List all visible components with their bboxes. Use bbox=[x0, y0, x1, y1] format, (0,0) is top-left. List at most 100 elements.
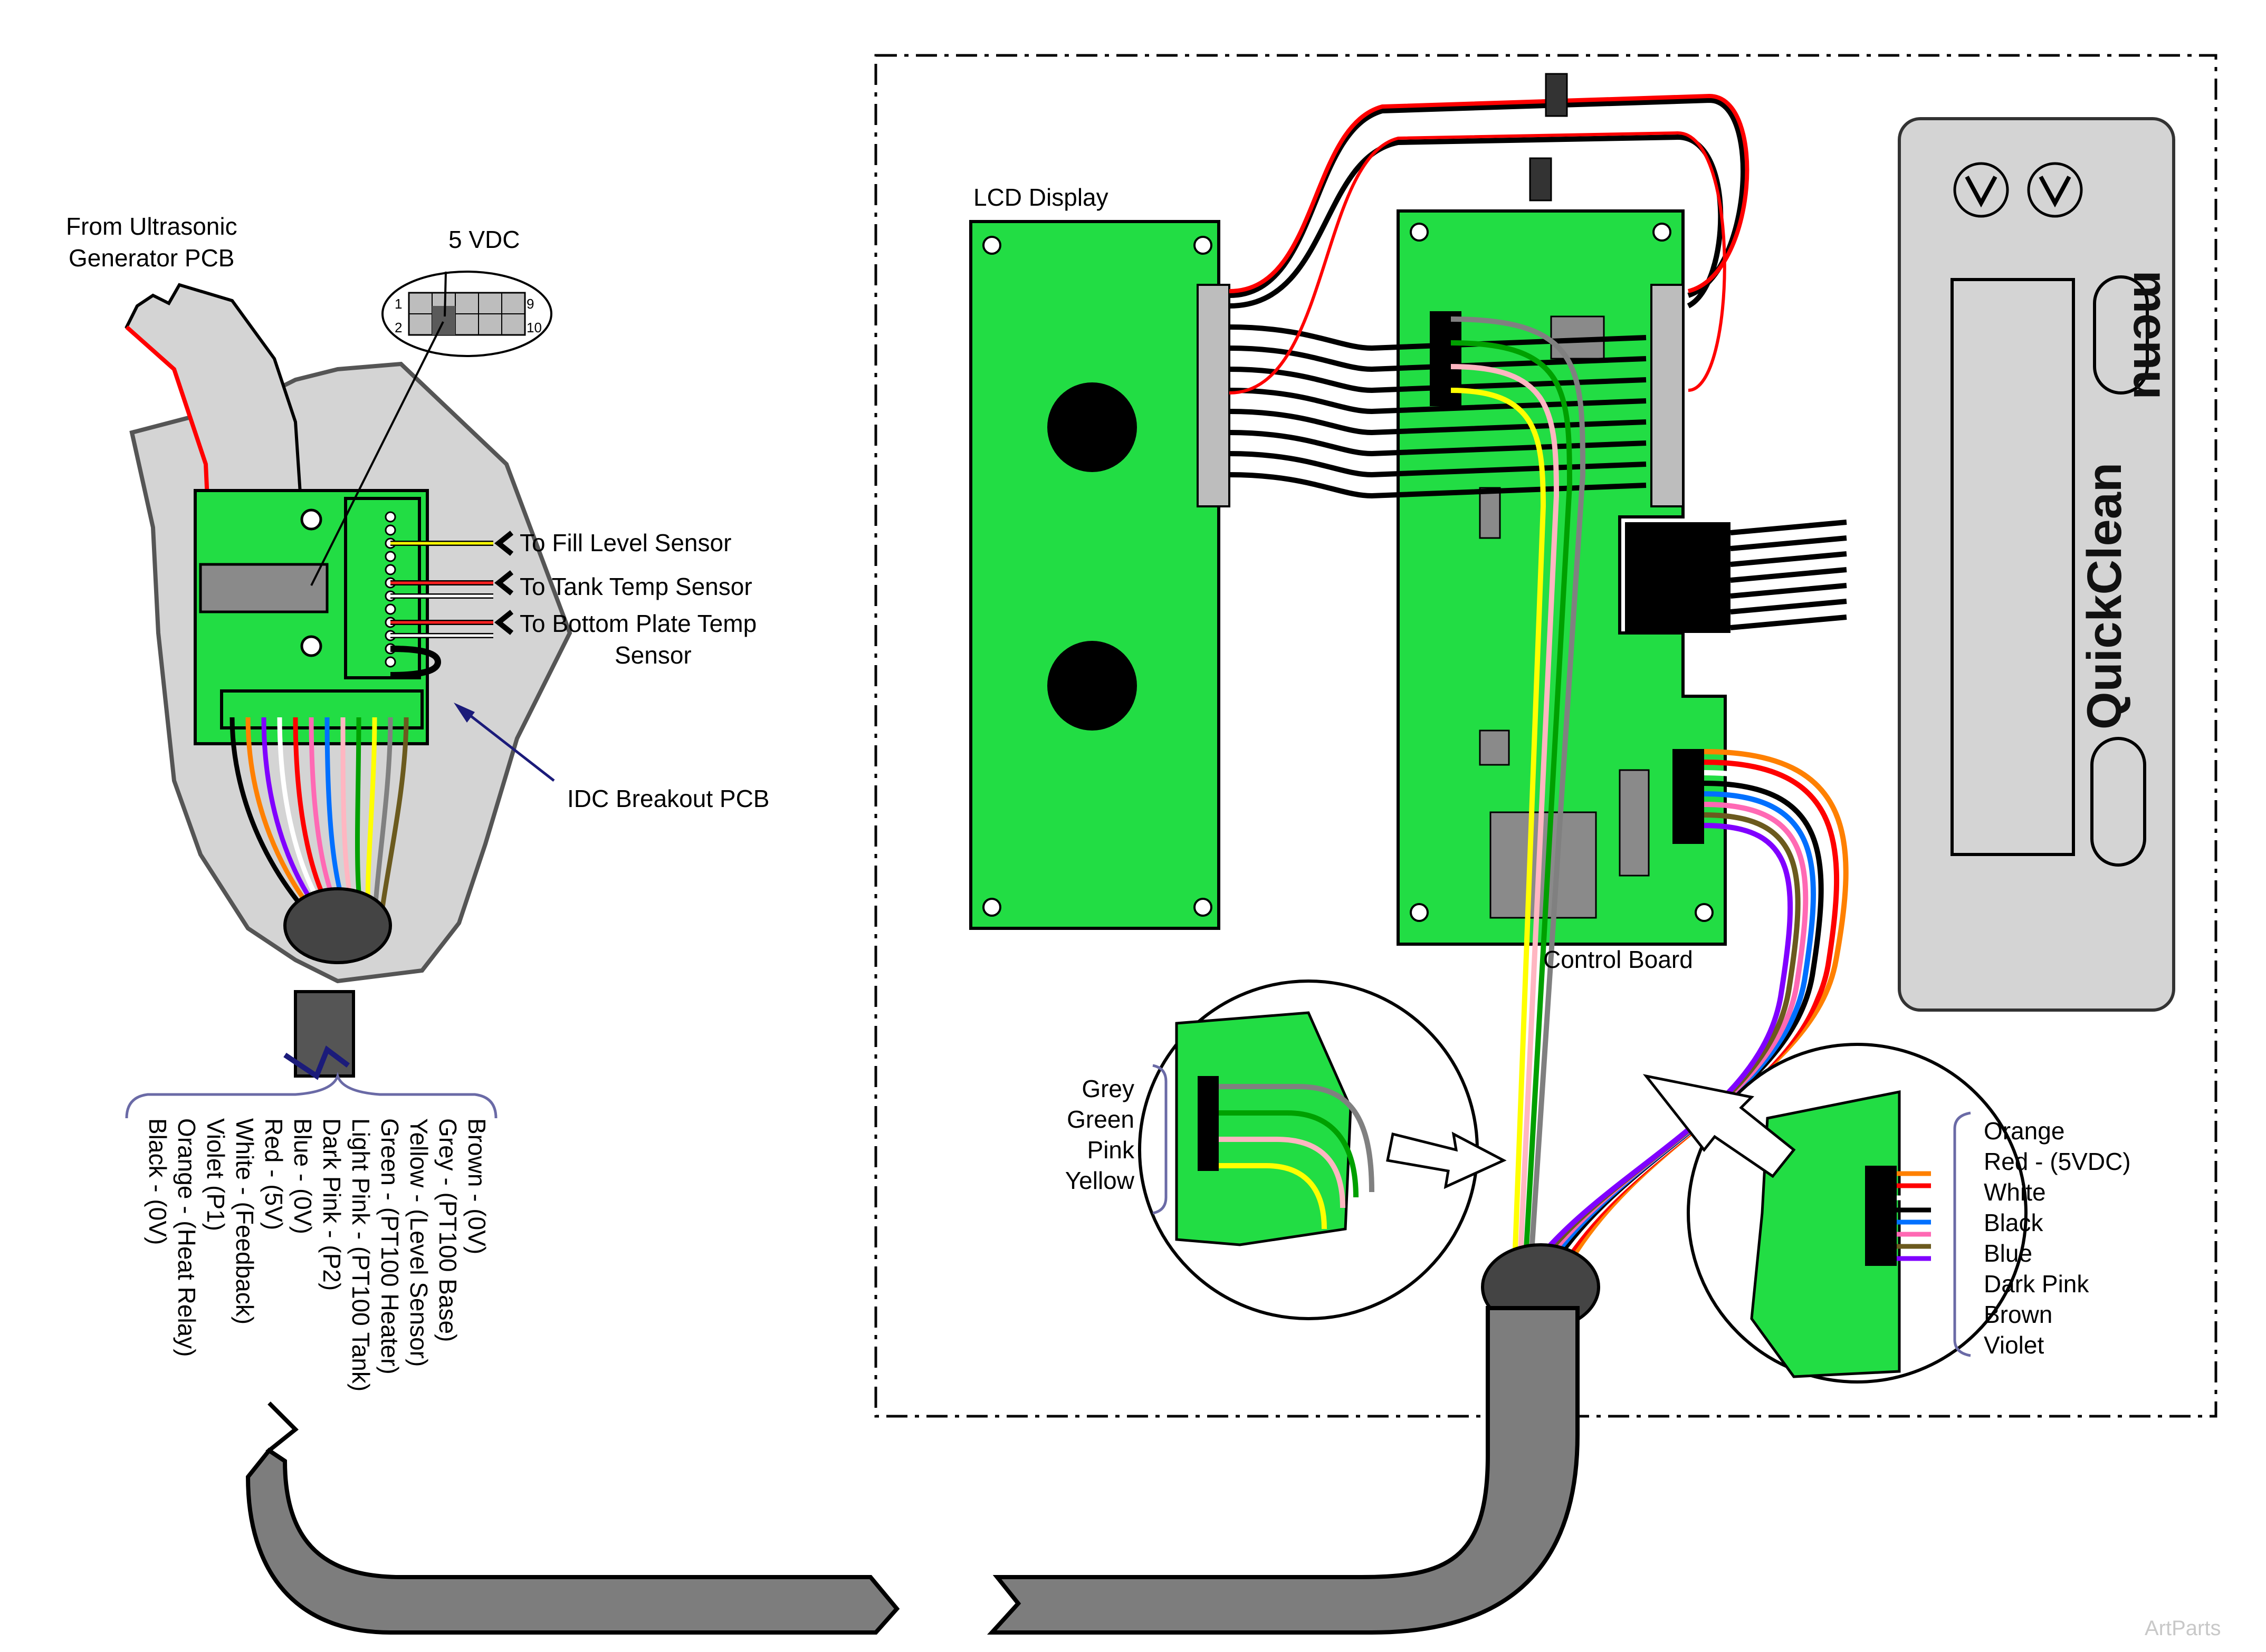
generator-grommet bbox=[283, 887, 392, 964]
inset-wires bbox=[1219, 1084, 1374, 1230]
control-chip bbox=[1479, 487, 1501, 539]
display-window bbox=[1951, 278, 2075, 856]
control-chip bbox=[1479, 729, 1510, 766]
control-top-connector bbox=[1650, 284, 1684, 507]
control-harness-left bbox=[1450, 316, 1586, 1277]
keypad-connector bbox=[1625, 522, 1730, 633]
control-mount-hole bbox=[1695, 903, 1714, 922]
left-inset-legend-item: Green bbox=[1067, 1106, 1134, 1133]
control-board-label: Control Board bbox=[1543, 946, 1693, 973]
inset-connector bbox=[1198, 1076, 1219, 1171]
cable-legend-item: Violet (P1) bbox=[202, 1118, 230, 1231]
from-generator-label: Generator PCB bbox=[69, 244, 234, 272]
right-inset-legend-item: Red - (5VDC) bbox=[1984, 1148, 2131, 1175]
inset-pointer-arrow bbox=[1642, 1074, 1796, 1178]
menu-label: menu bbox=[2124, 270, 2177, 399]
bottom-plate-label: Sensor bbox=[615, 641, 692, 669]
keypad-ribbon bbox=[1730, 520, 1847, 630]
cable-legend-item: Light Pink - (PT100 Tank) bbox=[347, 1118, 375, 1391]
start-button[interactable] bbox=[2090, 737, 2146, 867]
inset-wires bbox=[1897, 1171, 1931, 1261]
right-inset-legend-item: Orange bbox=[1984, 1117, 2064, 1145]
bottom-plate-label: To Bottom Plate Temp bbox=[520, 610, 757, 637]
inset-board-fragment bbox=[1750, 1090, 1901, 1378]
lcd-mount-hole bbox=[1193, 898, 1212, 917]
right-inset-legend-item: Dark Pink bbox=[1984, 1270, 2089, 1298]
five-vdc-pointer bbox=[444, 271, 447, 317]
cable-legend-item: Red - (5V) bbox=[260, 1118, 288, 1230]
sensor-lead-wires bbox=[390, 541, 493, 678]
five-vdc-pin bbox=[432, 306, 455, 335]
left-inset-legend-item: Grey bbox=[1082, 1075, 1134, 1102]
inset-board-fragment bbox=[1175, 1011, 1352, 1246]
inset-pointer-arrow bbox=[1386, 1131, 1507, 1189]
chevron-down-icon bbox=[1965, 176, 1997, 208]
left-inset-legend-item: Pink bbox=[1087, 1136, 1135, 1164]
cable-break-mark bbox=[283, 1045, 350, 1080]
right-inset-legend-item: White bbox=[1984, 1178, 2046, 1206]
control-mount-hole bbox=[1652, 223, 1671, 242]
lower-cable-right bbox=[987, 1306, 1580, 1635]
cable-legend-item: Black - (0V) bbox=[144, 1118, 171, 1245]
cable-legend-bracket bbox=[125, 1072, 498, 1119]
lcd-mount-hole bbox=[982, 236, 1001, 255]
cable-tear-left bbox=[265, 1401, 299, 1463]
lcd-display-label: LCD Display bbox=[973, 184, 1108, 211]
lcd-speaker-hole bbox=[1047, 641, 1137, 731]
connector-pin-label: 2 bbox=[395, 320, 402, 335]
lcd-speaker-hole bbox=[1047, 382, 1137, 472]
right-inset-legend: Orange Red - (5VDC) White Black Blue Dar… bbox=[1984, 1117, 2131, 1359]
left-inset-legend: Grey Green Pink Yellow bbox=[1065, 1075, 1135, 1194]
cable-legend-item: White - (Feedback) bbox=[231, 1118, 259, 1324]
front-panel bbox=[1898, 117, 2175, 1012]
idc-breakout-label: IDC Breakout PCB bbox=[567, 785, 769, 812]
down-arrow-button[interactable] bbox=[2027, 162, 2083, 218]
lower-cable-left bbox=[245, 1447, 900, 1635]
lcd-ribbon-bundle bbox=[1229, 97, 1746, 499]
watermark: ArtParts bbox=[2145, 1617, 2221, 1640]
connector-pin-label: 1 bbox=[395, 296, 402, 312]
tank-temp-label: To Tank Temp Sensor bbox=[520, 573, 752, 600]
control-harness-right bbox=[1522, 749, 1849, 1278]
callout-leader bbox=[310, 321, 444, 586]
chevron-down-icon bbox=[2039, 176, 2071, 208]
power-lead-red bbox=[1229, 93, 1749, 293]
left-inset-legend-item: Yellow bbox=[1065, 1167, 1135, 1194]
connector-pin-label: 10 bbox=[527, 320, 542, 335]
right-inset-bracket bbox=[1953, 1111, 1971, 1357]
idc-header-block bbox=[199, 563, 329, 613]
five-vdc-label: 5 VDC bbox=[448, 226, 520, 253]
brand-logo: QuickClean bbox=[2078, 463, 2131, 729]
lcd-mount-hole bbox=[1193, 236, 1212, 255]
left-inset-bracket bbox=[1152, 1064, 1168, 1215]
cable-legend-item: Blue - (0V) bbox=[289, 1118, 317, 1234]
right-inset-legend-item: Violet bbox=[1984, 1331, 2044, 1359]
cable-clip bbox=[1529, 157, 1552, 201]
inset-connector bbox=[1865, 1166, 1897, 1266]
idc-arrowhead bbox=[454, 703, 475, 723]
cable-legend-item: Green - (PT100 Heater) bbox=[376, 1118, 404, 1375]
from-generator-label: From Ultrasonic bbox=[66, 213, 237, 240]
cable-clip bbox=[1545, 73, 1568, 117]
cable-legend-item: Orange - (Heat Relay) bbox=[173, 1118, 200, 1357]
lcd-connector bbox=[1197, 284, 1230, 507]
power-lead-red bbox=[1229, 131, 1726, 395]
control-right-connector bbox=[1672, 749, 1704, 844]
cable-legend-item: Yellow - (Level Sensor) bbox=[405, 1118, 433, 1367]
control-chip bbox=[1619, 769, 1650, 877]
lcd-mount-hole bbox=[982, 898, 1001, 917]
right-inset-legend-item: Blue bbox=[1984, 1240, 2032, 1267]
fill-level-label: To Fill Level Sensor bbox=[520, 529, 731, 556]
control-mount-hole bbox=[1410, 223, 1429, 242]
lcd-display-board bbox=[969, 220, 1220, 930]
up-arrow-button[interactable] bbox=[1953, 162, 2009, 218]
idc-label-arrow bbox=[458, 706, 555, 782]
cable-legend: Brown - (0V) Grey - (PT100 Base) Yellow … bbox=[144, 1118, 491, 1391]
menu-button[interactable] bbox=[2093, 275, 2149, 395]
cable-legend-item: Brown - (0V) bbox=[463, 1118, 491, 1254]
sensor-wire-ends bbox=[494, 531, 514, 635]
right-inset-legend-item: Black bbox=[1984, 1209, 2043, 1236]
cable-legend-item: Dark Pink - (P2) bbox=[318, 1118, 346, 1291]
pcb-mount-hole bbox=[300, 635, 322, 657]
